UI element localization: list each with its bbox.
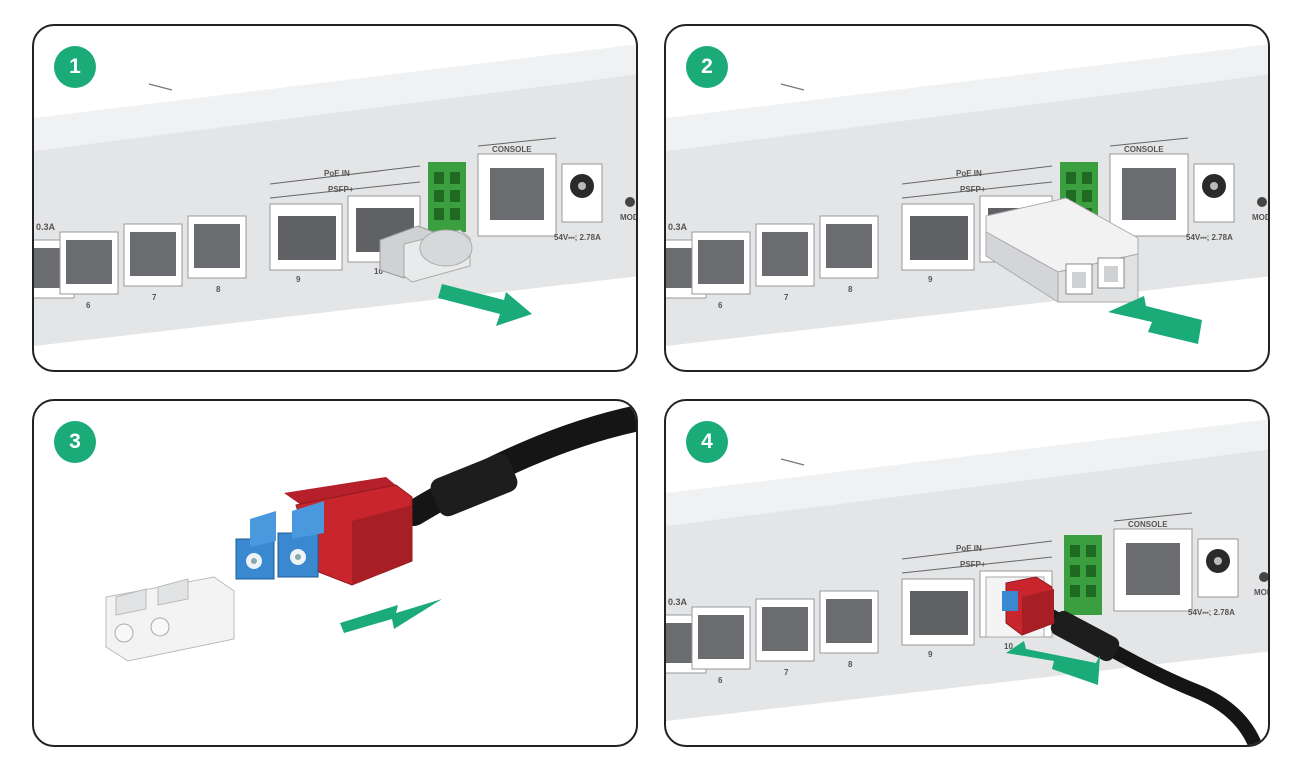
insert-arrow xyxy=(1108,296,1202,344)
port-number-label: 7 xyxy=(784,668,789,677)
port-current-label: 0.3A xyxy=(668,222,688,232)
port-current-label: 0.3A xyxy=(36,222,56,232)
connector-dust-cap xyxy=(105,576,235,662)
step-3-panel: 3 xyxy=(32,399,638,747)
rj45-port-group xyxy=(666,590,879,674)
port-number-label: 10 xyxy=(1004,642,1013,651)
port-number-label: 8 xyxy=(848,660,853,669)
step-number-badge: 4 xyxy=(686,421,728,463)
port-number-label: 8 xyxy=(216,285,221,294)
console-label: CONSOLE xyxy=(1124,145,1164,154)
device-top-surface xyxy=(666,44,1268,151)
dust-plug xyxy=(379,225,473,283)
port-number-label: 9 xyxy=(296,275,301,284)
port-number-label: 6 xyxy=(86,301,91,310)
step-1-illustration: 0.3A 6 7 8 9 10 PoE IN PSFP+ CONSOLE 54V… xyxy=(34,44,638,346)
device-top-surface xyxy=(666,419,1268,526)
power-rating-label: 54V⎓; 2.78A xyxy=(1188,608,1235,617)
step-2-illustration: 0.3A 6 7 8 9 PoE IN PSFP+ CONSOLE 54V⎓; … xyxy=(666,44,1270,346)
step-number-badge: 1 xyxy=(54,46,96,88)
pull-out-arrow xyxy=(340,599,442,633)
device-top-surface xyxy=(34,44,636,151)
port-number-label: 6 xyxy=(718,301,723,310)
psfp-label: PSFP+ xyxy=(328,185,354,194)
step-4-illustration: 0.3A 6 7 8 9 10 PoE IN PSFP+ CONSOLE 54V… xyxy=(666,419,1270,745)
port-current-label: 0.3A xyxy=(668,597,688,607)
cable-boot xyxy=(1050,610,1120,662)
power-rating-label: 54V⎓; 2.78A xyxy=(554,233,601,242)
poe-in-label: PoE IN xyxy=(324,169,350,178)
mode-button xyxy=(1259,572,1268,582)
rj45-port-group xyxy=(666,215,879,299)
port-number-label: 8 xyxy=(848,285,853,294)
mode-label: MODE xyxy=(1252,213,1270,222)
mode-label: MODE xyxy=(1254,588,1270,597)
console-label: CONSOLE xyxy=(1128,520,1168,529)
step-number-badge: 3 xyxy=(54,421,96,463)
port-number-label: 7 xyxy=(784,293,789,302)
step-1-panel: 1 0.3A 6 7 8 9 10 Po xyxy=(32,24,638,372)
port-number-label: 9 xyxy=(928,650,933,659)
step-number-badge: 2 xyxy=(686,46,728,88)
poe-in-label: PoE IN xyxy=(956,169,982,178)
psfp-label: PSFP+ xyxy=(960,185,986,194)
psfp-label: PSFP+ xyxy=(960,560,986,569)
mode-label: MODE xyxy=(620,213,638,222)
rj45-port-group xyxy=(34,215,247,299)
cable-boot xyxy=(430,453,518,517)
dc-power-jack xyxy=(1193,163,1235,223)
step-4-panel: 4 0.3A 6 7 8 9 10 PoE IN PSFP+ xyxy=(664,399,1270,747)
port-number-label: 9 xyxy=(928,275,933,284)
console-label: CONSOLE xyxy=(492,145,532,154)
mode-button xyxy=(1257,197,1267,207)
port-number-label: 7 xyxy=(152,293,157,302)
lc-duplex-connector xyxy=(1002,576,1055,636)
port-number-label: 6 xyxy=(718,676,723,685)
sfp-transceiver-module xyxy=(985,197,1139,303)
port-number-label: 10 xyxy=(374,267,383,276)
mode-button xyxy=(625,197,635,207)
lc-duplex-connector xyxy=(235,477,413,586)
step-2-panel: 2 0.3A 6 7 8 9 PoE IN PSFP+ xyxy=(664,24,1270,372)
power-rating-label: 54V⎓; 2.78A xyxy=(1186,233,1233,242)
dc-power-jack xyxy=(1197,538,1239,598)
step-3-illustration xyxy=(105,405,636,662)
poe-in-label: PoE IN xyxy=(956,544,982,553)
insert-arrow xyxy=(1006,641,1100,685)
power-terminal-block xyxy=(428,162,466,232)
pull-out-arrow xyxy=(438,284,532,326)
power-terminal-block xyxy=(1064,535,1102,615)
